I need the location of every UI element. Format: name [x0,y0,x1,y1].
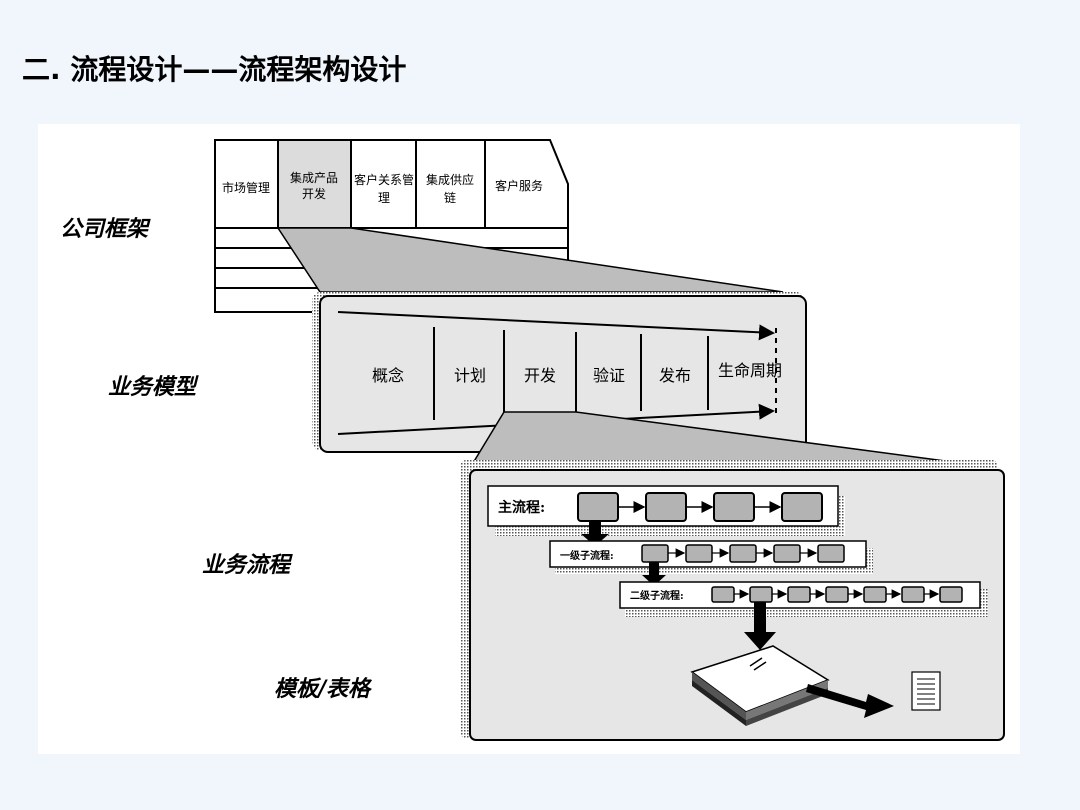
company-col-3b: 理 [378,191,390,205]
label-company-framework: 公司框架 [60,216,151,242]
output-arrow [806,684,894,718]
main-step-4 [781,492,823,522]
main-step-2 [645,492,687,522]
level2-step-4 [825,586,849,603]
company-col-1: 市场管理 [222,180,270,195]
business-model-panel: 概念 计划 开发 验证 发布 生命周期 [312,292,807,453]
level2-step-7 [939,586,963,603]
level2-step-6 [901,586,925,603]
company-col-4: 集成供应 [426,172,474,187]
drill-arrow-1 [581,521,609,546]
main-process-steps [577,492,823,522]
level2-step-1 [711,586,735,603]
level2-step-3 [787,586,811,603]
label-business-model: 业务模型 [108,374,199,400]
level2-process-steps [711,586,963,603]
stage-plan: 计划 [454,366,486,385]
level2-step-5 [863,586,887,603]
page-title: 二. 流程设计——流程架构设计 [22,53,407,86]
level1-process-label: 一级子流程: [560,549,614,562]
main-step-1 [577,492,619,522]
level1-step-3 [729,544,757,563]
drill-arrow-2 [642,562,666,586]
main-process-label: 主流程: [498,499,545,516]
main-step-3 [713,492,755,522]
company-col-2: 集成产品 [290,170,338,185]
company-col-4b: 链 [444,190,456,205]
template-form-icon [911,671,941,711]
stage-concept: 概念 [372,366,404,385]
level1-step-5 [817,544,845,563]
level1-step-1 [641,544,669,563]
company-col-2b: 开发 [302,186,326,201]
stage-verify: 验证 [593,366,625,385]
stage-lifecycle: 生命周期 [718,361,782,380]
company-col-3: 客户关系管 [354,172,414,187]
level1-step-4 [773,544,801,563]
drill-arrow-3 [744,602,776,650]
architecture-diagram: 公司框架 业务模型 业务流程 模板/表格 市场管理 集成产品 开发 客户关系管 … [38,124,1020,754]
level2-process-label: 二级子流程: [630,589,684,602]
stage-release: 发布 [659,366,691,385]
stage-develop: 开发 [524,366,556,385]
label-business-process: 业务流程 [202,552,293,578]
label-template: 模板/表格 [274,676,373,702]
level2-step-2 [749,586,773,603]
level1-step-2 [685,544,713,563]
company-col-5: 客户服务 [495,178,543,193]
business-process-panel: 主流程: 一级子流程: [460,460,1005,741]
